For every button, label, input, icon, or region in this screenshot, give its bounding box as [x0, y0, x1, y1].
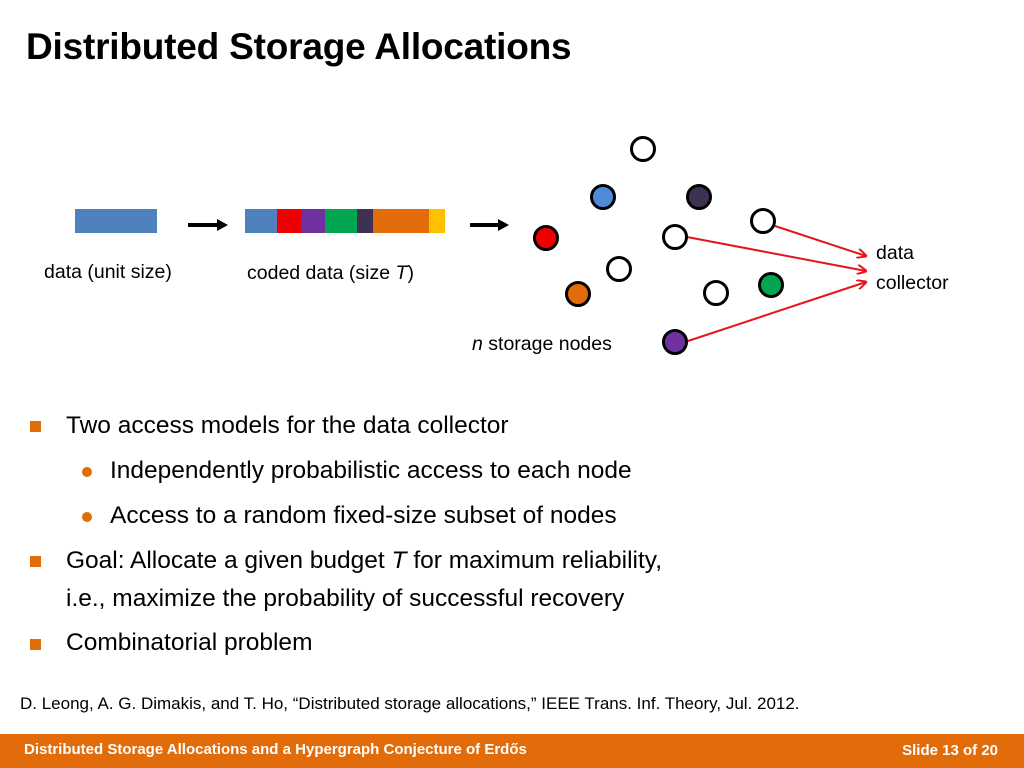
data-block [75, 209, 157, 233]
coded-segment [301, 209, 325, 233]
coded-segment [357, 209, 373, 233]
access-arrow [687, 282, 866, 342]
access-arrows [686, 225, 866, 342]
storage-diagram: data (unit size) coded data (size T) n s… [44, 136, 949, 355]
bullet-square-icon [30, 556, 41, 567]
collector-label-line2: collector [876, 272, 949, 294]
bullet-square-icon [30, 639, 41, 650]
coded-data-label: coded data (size T) [247, 262, 414, 284]
coded-segment [277, 209, 301, 233]
access-arrow [686, 236, 866, 271]
bullet-dot-icon [82, 512, 92, 522]
storage-node [606, 256, 632, 282]
footer-bar: Distributed Storage Allocations and a Hy… [0, 734, 1024, 768]
storage-node [630, 136, 656, 162]
storage-node [662, 224, 688, 250]
bullet-access-models: Two access models for the data collector [66, 412, 509, 439]
reference-citation: D. Leong, A. G. Dimakis, and T. Ho, “Dis… [20, 694, 800, 713]
storage-node [533, 225, 559, 251]
storage-node [686, 184, 712, 210]
coded-data-block [245, 209, 445, 233]
distribute-arrow [470, 219, 509, 231]
slide-title: Distributed Storage Allocations [26, 26, 572, 67]
bullet-combinatorial: Combinatorial problem [66, 629, 313, 656]
coded-segment [373, 209, 429, 233]
bullet-goal-line2: i.e., maximize the probability of succes… [66, 585, 625, 612]
collector-label-line1: data [876, 242, 914, 264]
bullet-goal: Goal: Allocate a given budget T for maxi… [66, 547, 662, 574]
storage-node [758, 272, 784, 298]
bullet-dot-icon [82, 467, 92, 477]
storage-node [703, 280, 729, 306]
coded-segment [325, 209, 357, 233]
encode-arrow [188, 219, 228, 231]
storage-node [565, 281, 591, 307]
slide-number: Slide 13 of 20 [902, 742, 998, 759]
bullet-probabilistic-access: Independently probabilistic access to ea… [110, 457, 632, 484]
storage-node [662, 329, 688, 355]
storage-node [750, 208, 776, 234]
footer-title: Distributed Storage Allocations and a Hy… [24, 741, 527, 758]
storage-nodes-label: n storage nodes [472, 333, 612, 355]
access-arrow [774, 225, 866, 256]
storage-nodes [533, 136, 784, 355]
storage-node [590, 184, 616, 210]
coded-segment [245, 209, 277, 233]
bullet-square-icon [30, 421, 41, 432]
bullet-subset-access: Access to a random fixed-size subset of … [110, 502, 617, 529]
coded-segment [429, 209, 445, 233]
data-label: data (unit size) [44, 261, 172, 283]
